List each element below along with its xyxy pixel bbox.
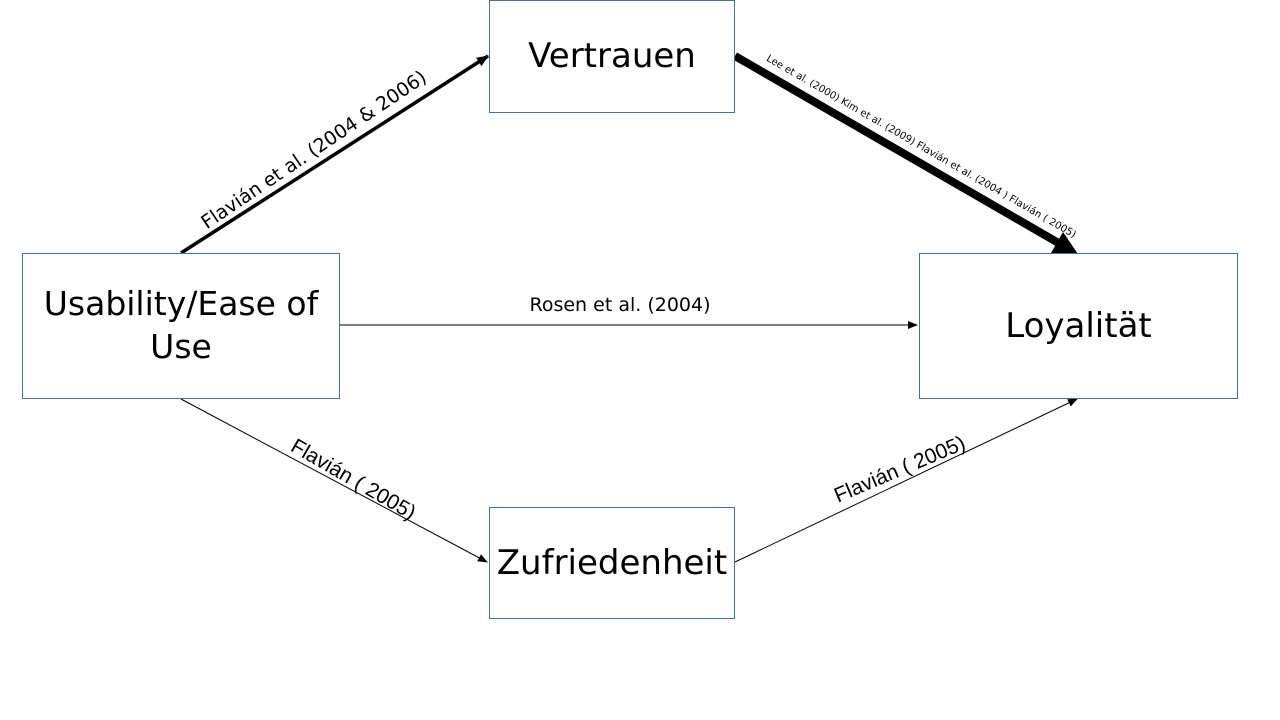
node-loyalitaet-label: Loyalität: [1005, 305, 1152, 346]
node-vertrauen-label: Vertrauen: [528, 36, 696, 77]
node-loyalitaet: Loyalität: [919, 253, 1238, 399]
node-zufriedenheit-label: Zufriedenheit: [496, 542, 728, 583]
edge-usability-to-zufriedenheit: [180, 398, 488, 563]
edge-vertrauen-to-loyalitaet-arrowhead: [1051, 232, 1078, 254]
edge-usability-to-vertrauen: [180, 54, 489, 255]
node-vertrauen: Vertrauen: [489, 0, 735, 113]
edge-vertrauen-to-loyalitaet: [732, 52, 1065, 249]
node-usability-label: Usability/Ease of Use: [43, 284, 319, 366]
edge-label-usability-loyalitaet: Rosen et al. (2004): [529, 294, 711, 316]
node-zufriedenheit: Zufriedenheit: [489, 507, 735, 619]
node-usability-ease-of-use: Usability/Ease of Use: [22, 253, 340, 399]
edge-zufriedenheit-to-loyalitaet: [734, 398, 1078, 563]
